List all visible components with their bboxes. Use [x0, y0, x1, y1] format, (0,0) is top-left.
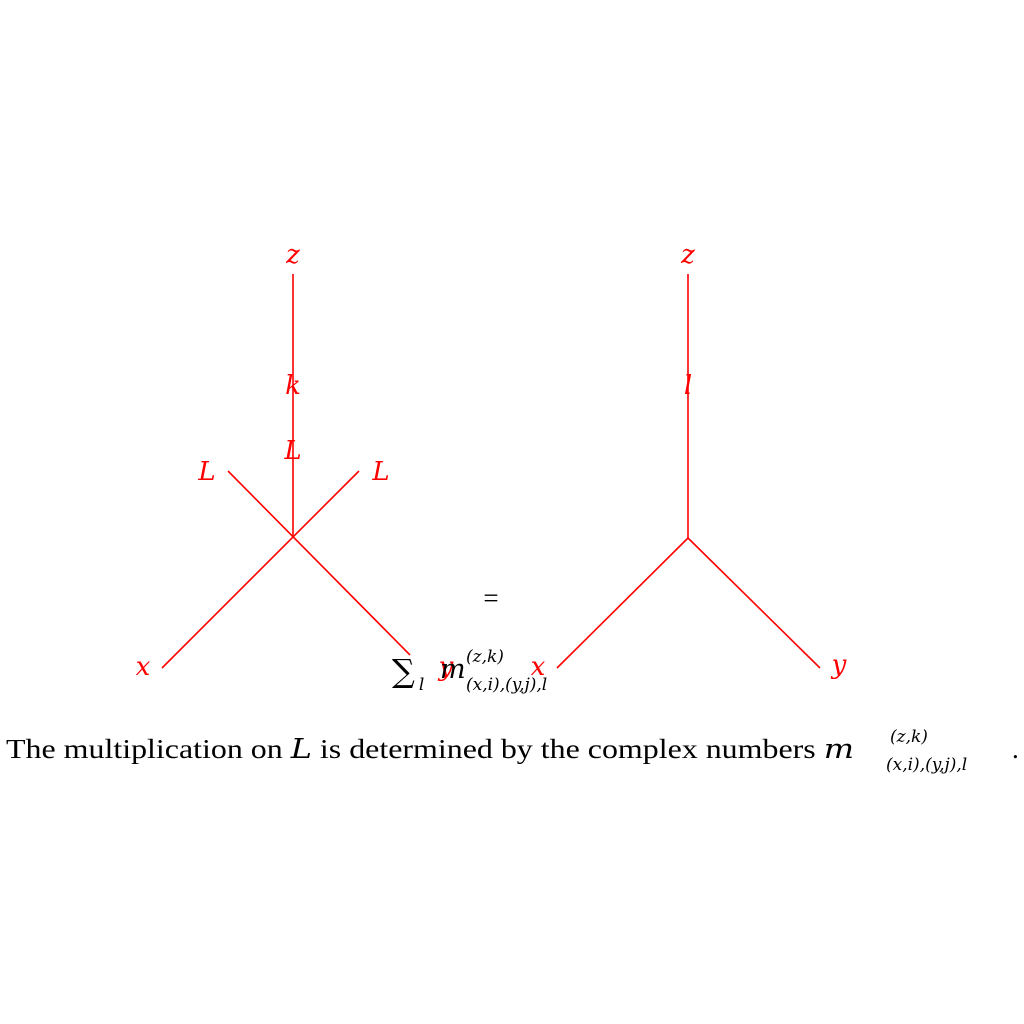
- caption-after: is determined by the complex numbers: [312, 734, 824, 764]
- right-upper-label: l: [684, 371, 692, 401]
- caption-var: L: [290, 734, 312, 765]
- right-arm-strand: [161, 470, 360, 669]
- left-diagram: z k L L L x y: [136, 240, 454, 682]
- left-middle-label: L: [283, 436, 301, 466]
- right-left-strand: [556, 537, 689, 669]
- coef-base: m: [440, 654, 466, 685]
- right-bottom-left-label: x: [531, 652, 546, 682]
- caption-coef-superscript: (z,k): [890, 727, 928, 747]
- left-arm-strand: [227, 470, 411, 656]
- left-bottom-left-label: x: [136, 652, 151, 682]
- caption-before: The multiplication on: [6, 734, 291, 764]
- sum-symbol: ∑: [392, 652, 415, 690]
- equals-sign: =: [483, 583, 498, 613]
- left-upper-label: k: [285, 371, 301, 401]
- right-top-label: z: [680, 240, 695, 270]
- sum-index: l: [419, 675, 424, 695]
- left-top-label: z: [285, 240, 300, 270]
- caption-text: The multiplication on L is determined by…: [6, 734, 854, 765]
- sum-term: ∑ l: [392, 652, 424, 695]
- coef-superscript: (z,k): [466, 647, 504, 667]
- right-right-strand: [687, 537, 821, 669]
- coef-subscript: (x,i),(y,j),l: [466, 675, 547, 695]
- left-arm-label: L: [197, 457, 215, 487]
- caption-coef-base: m: [824, 734, 854, 765]
- equation: = ∑ l m (z,k) (x,i),(y,j),l: [392, 583, 547, 695]
- right-diagram: z l x y: [531, 240, 847, 682]
- caption-coef-subscript: (x,i),(y,j),l: [886, 755, 967, 775]
- caption: The multiplication on L is determined by…: [6, 727, 1019, 775]
- caption-period: .: [1012, 734, 1019, 764]
- right-arm-label: L: [371, 457, 389, 487]
- right-bottom-right-label: y: [831, 650, 847, 680]
- left-bottom-right-label: y: [438, 652, 454, 682]
